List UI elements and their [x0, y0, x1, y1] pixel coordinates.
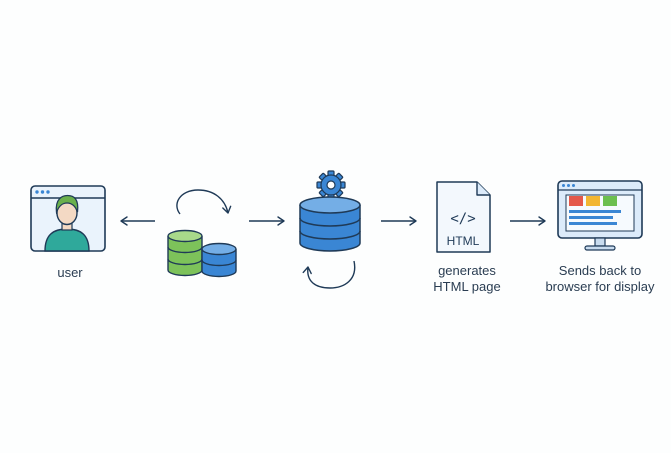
gear-icon	[316, 170, 346, 200]
user-label: user	[57, 265, 83, 280]
user-browser-icon	[30, 185, 106, 252]
database-stack-icon	[167, 189, 237, 278]
code-badge: </>	[450, 211, 475, 227]
sends-back-label: Sends back to browser for display	[545, 263, 655, 294]
html-file-text: HTML	[447, 234, 480, 248]
generates-html-label: generates HTML page	[433, 263, 501, 294]
monitor-display-icon	[557, 180, 643, 251]
server-gear-icon	[299, 170, 361, 289]
html-file-icon: </> HTML	[436, 181, 491, 253]
